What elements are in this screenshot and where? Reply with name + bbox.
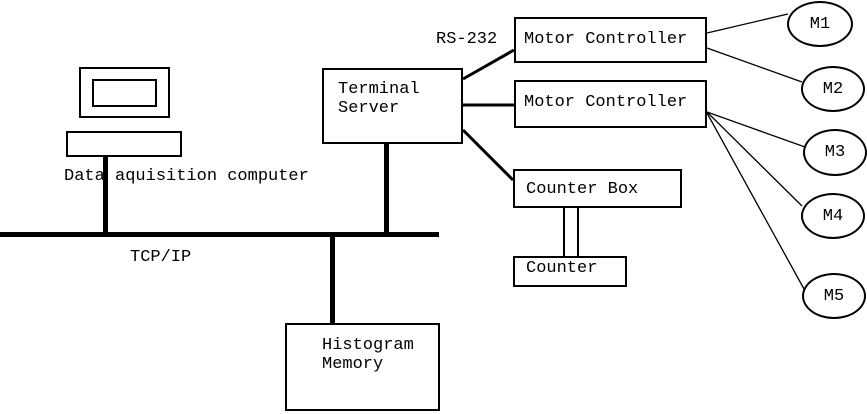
motor-m4-label: M4: [822, 206, 844, 226]
counter-box-to-counter-line-left: [563, 208, 565, 256]
node-counter: [513, 256, 627, 287]
motor-m3-label: M3: [824, 143, 846, 162]
histogram-memory-label: Histogram Memory: [322, 336, 414, 374]
counter-label: Counter: [526, 259, 598, 278]
tcpip-bus-label: TCP/IP: [130, 248, 192, 267]
terminal-server-label: Terminal Server: [338, 80, 420, 118]
computer-to-bus-line: [103, 157, 108, 232]
tcpip-bus-line: [0, 232, 439, 237]
wire-motor-controller-2-to-m3: [706, 111, 806, 148]
node-histogram-memory: [285, 323, 440, 411]
motor-m2-label: M2: [822, 79, 844, 99]
node-motor-m1: M1: [787, 1, 853, 47]
node-motor-controller-2: [514, 80, 707, 128]
motor-controller-2-label: Motor Controller: [524, 93, 688, 112]
wire-motor-controller-2-to-m4: [706, 111, 803, 207]
computer-screen-icon: [92, 79, 157, 107]
node-motor-m3: M3: [803, 129, 867, 176]
node-motor-controller-1: [514, 17, 707, 63]
node-terminal-server: [322, 68, 463, 144]
node-motor-m2: M2: [801, 66, 865, 112]
counter-box-label: Counter Box: [526, 180, 639, 199]
node-motor-m4: M4: [801, 193, 865, 239]
node-counter-box: [513, 169, 682, 208]
rs232-connection-label: RS-232: [436, 30, 498, 49]
terminal-server-to-bus-line: [384, 144, 389, 232]
data-acquisition-computer-label: Data aquisition computer: [64, 167, 309, 186]
wire-terminal-server-to-counter-box: [461, 128, 515, 182]
motor-m5-label: M5: [823, 286, 845, 306]
motor-controller-1-label: Motor Controller: [524, 30, 688, 49]
wire-terminal-server-to-motor-controller-1: [462, 48, 515, 81]
motor-m1-label: M1: [809, 14, 831, 34]
computer-keyboard-icon: [66, 131, 182, 157]
counter-box-to-counter-line-right: [577, 208, 579, 256]
wire-motor-controller-1-to-m1: [706, 13, 789, 34]
wire-motor-controller-2-to-m5: [706, 112, 805, 290]
bus-to-histogram-memory-line: [330, 237, 335, 323]
node-motor-m5: M5: [802, 273, 866, 319]
wire-motor-controller-1-to-m2: [706, 47, 803, 83]
